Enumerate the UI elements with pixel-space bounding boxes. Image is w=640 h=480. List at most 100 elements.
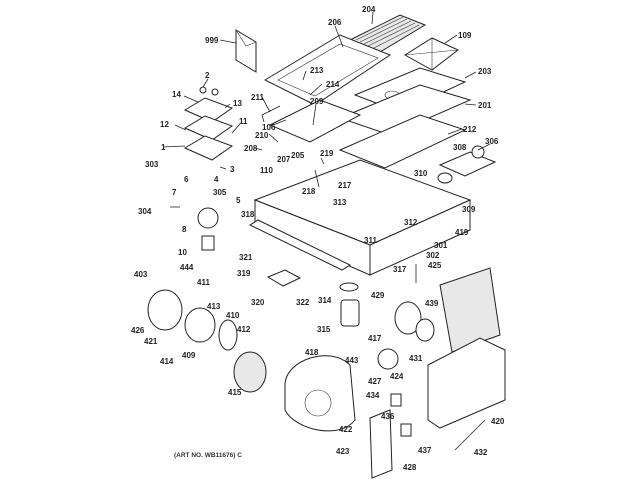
label-436[interactable]: 436 <box>381 412 395 421</box>
label-312[interactable]: 312 <box>404 218 418 227</box>
label-207[interactable]: 207 <box>277 155 291 164</box>
label-403[interactable]: 403 <box>134 270 148 279</box>
label-6[interactable]: 6 <box>184 175 189 184</box>
label-419[interactable]: 419 <box>455 228 469 237</box>
part-201-frame <box>338 84 472 136</box>
part-413-motor <box>184 307 216 343</box>
label-2[interactable]: 2 <box>205 71 210 80</box>
label-423[interactable]: 423 <box>336 447 350 456</box>
label-11[interactable]: 11 <box>239 117 248 126</box>
label-317[interactable]: 317 <box>393 265 407 274</box>
label-12[interactable]: 12 <box>160 120 169 129</box>
label-201[interactable]: 201 <box>478 101 492 110</box>
label-309[interactable]: 309 <box>462 205 476 214</box>
part-1-plate <box>183 135 234 161</box>
label-439[interactable]: 439 <box>425 299 439 308</box>
part-319-filter <box>266 269 302 287</box>
part-321-panel <box>248 219 352 271</box>
label-210[interactable]: 210 <box>255 131 269 140</box>
label-14[interactable]: 14 <box>172 90 181 99</box>
label-315[interactable]: 315 <box>317 325 331 334</box>
label-431[interactable]: 431 <box>409 354 423 363</box>
part-drawings <box>147 14 506 479</box>
label-999[interactable]: 999 <box>205 36 219 45</box>
label-305[interactable]: 7 <box>172 188 177 197</box>
label-218[interactable]: 218 <box>302 187 316 196</box>
label-203[interactable]: 203 <box>478 67 492 76</box>
label-311[interactable]: 311 <box>364 236 377 245</box>
label-211[interactable]: 211 <box>251 93 264 102</box>
label-313[interactable]: 313 <box>333 198 347 207</box>
label-4[interactable]: 4 <box>214 175 219 184</box>
label-415[interactable]: 415 <box>228 388 242 397</box>
label-314[interactable]: 314 <box>318 296 332 305</box>
label-319[interactable]: 319 <box>237 269 251 278</box>
label-110[interactable]: 110 <box>260 166 273 175</box>
label-320[interactable]: 320 <box>251 298 265 307</box>
label-429[interactable]: 429 <box>371 291 385 300</box>
label-308[interactable]: 308 <box>453 143 467 152</box>
label-213[interactable]: 213 <box>310 66 324 75</box>
part-315-canister <box>340 299 360 327</box>
label-10[interactable]: 10 <box>178 248 187 257</box>
label-321[interactable]: 321 <box>239 253 253 262</box>
label-434[interactable]: 434 <box>366 391 380 400</box>
label-5[interactable]: 5 <box>236 196 241 205</box>
label-1[interactable]: 1 <box>161 143 166 152</box>
label-443[interactable]: 443 <box>345 356 359 365</box>
label-303[interactable]: 303 <box>145 160 159 169</box>
part-308-bracket <box>438 151 497 177</box>
label-214[interactable]: 214 <box>326 80 340 89</box>
label-219[interactable]: 219 <box>320 149 334 158</box>
label-3[interactable]: 3 <box>230 165 235 174</box>
part-8-switch <box>197 207 219 229</box>
label-424[interactable]: 424 <box>390 372 404 381</box>
label-205[interactable]: 205 <box>291 151 305 160</box>
label-13[interactable]: 13 <box>233 99 242 108</box>
label-409[interactable]: 409 <box>182 351 196 360</box>
label-428[interactable]: 428 <box>403 463 417 472</box>
part-314-cap <box>339 282 359 292</box>
label-426[interactable]: 426 <box>131 326 145 335</box>
label-208[interactable]: 208 <box>244 144 258 153</box>
label-410[interactable]: 410 <box>226 311 240 320</box>
label-217[interactable]: 217 <box>338 181 352 190</box>
label-418[interactable]: 418 <box>305 348 319 357</box>
label-427[interactable]: 427 <box>368 377 382 386</box>
label-7[interactable]: 305 <box>213 188 227 197</box>
label-310[interactable]: 310 <box>414 169 428 178</box>
label-420[interactable]: 420 <box>491 417 505 426</box>
label-425[interactable]: 425 <box>428 261 442 270</box>
label-421[interactable]: 421 <box>144 337 158 346</box>
part-12-gasket <box>183 115 234 141</box>
label-412[interactable]: 412 <box>237 325 251 334</box>
label-301[interactable]: 301 <box>434 241 448 250</box>
label-437[interactable]: 437 <box>418 446 432 455</box>
part-211-rod <box>261 105 281 116</box>
art-number: (ART NO. WB11676) C <box>174 452 242 459</box>
label-106[interactable]: 106 <box>262 123 276 132</box>
label-302[interactable]: 302 <box>426 251 440 260</box>
label-322[interactable]: 322 <box>296 298 310 307</box>
label-444[interactable]: 444 <box>180 263 194 272</box>
label-417[interactable]: 417 <box>368 334 382 343</box>
label-411[interactable]: 411 <box>197 278 210 287</box>
label-204[interactable]: 204 <box>362 5 376 14</box>
label-209[interactable]: 209 <box>310 97 324 106</box>
label-432[interactable]: 432 <box>474 448 488 457</box>
part-212-pan <box>338 114 467 169</box>
part-443-flange <box>377 348 399 370</box>
label-422[interactable]: 422 <box>339 425 353 434</box>
label-413[interactable]: 413 <box>207 302 221 311</box>
label-304[interactable]: 304 <box>138 207 152 216</box>
label-212[interactable]: 212 <box>463 125 477 134</box>
label-306[interactable]: 306 <box>485 137 499 146</box>
part-420-housing <box>427 337 506 429</box>
part-439-ring <box>415 318 435 342</box>
label-109[interactable]: 109 <box>458 31 472 40</box>
label-318[interactable]: 318 <box>241 210 255 219</box>
label-206[interactable]: 206 <box>328 18 342 27</box>
label-8[interactable]: 8 <box>182 225 187 234</box>
part-10-valve <box>201 235 215 251</box>
label-414[interactable]: 414 <box>160 357 174 366</box>
